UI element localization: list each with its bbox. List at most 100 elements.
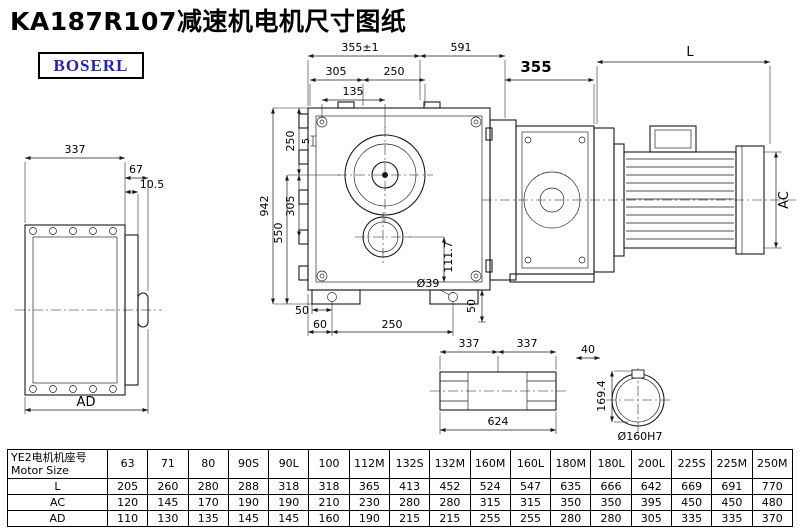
dim-value-cell: 280 <box>590 510 632 527</box>
dim-front-135: 135 <box>343 85 364 98</box>
dim-shaft-337a: 337 <box>459 337 480 350</box>
motor-size-col: 250M <box>751 449 793 479</box>
dim-value-cell: 260 <box>147 478 189 495</box>
dim-front-hole: Ø39 <box>417 277 440 290</box>
dim-value-cell: 315 <box>509 494 552 511</box>
dim-value-cell: 190 <box>268 494 310 511</box>
motor-size-col: 132S <box>388 449 431 479</box>
dim-side-L: L <box>686 45 694 60</box>
dim-left-width: 337 <box>65 143 86 156</box>
motor-size-col: 180L <box>590 449 632 479</box>
bore-detail <box>606 368 670 432</box>
dim-front-305: 305 <box>326 65 347 78</box>
dim-value-cell: 452 <box>429 478 471 495</box>
dim-value-cell: 230 <box>348 494 390 511</box>
dim-row-label: AD <box>7 510 108 527</box>
dim-value-cell: 335 <box>670 510 713 527</box>
dim-shaft-337b: 337 <box>517 337 538 350</box>
dim-value-cell: 120 <box>106 494 149 511</box>
left-side-view <box>15 224 162 396</box>
dim-value-cell: 255 <box>469 510 511 527</box>
dim-value-cell: 305 <box>630 510 672 527</box>
dim-row-label: AC <box>7 494 108 511</box>
dim-left-ad: AD <box>77 395 96 410</box>
dim-value-cell: 215 <box>388 510 431 527</box>
dim-front-height: 942 <box>258 196 271 217</box>
dim-front-v550: 550 <box>272 223 285 244</box>
dim-value-cell: 210 <box>308 494 350 511</box>
page-title: KA187R107减速机电机尺寸图纸 <box>10 7 407 36</box>
motor-size-col: 80 <box>187 449 229 479</box>
motor-size-col: 160L <box>509 449 552 479</box>
dim-value-cell: 318 <box>308 478 350 495</box>
motor-size-col: 71 <box>147 449 189 479</box>
motor-size-col: 225S <box>670 449 713 479</box>
dim-value-cell: 255 <box>509 510 552 527</box>
dim-left-offset2: 10.5 <box>140 178 165 191</box>
dim-row-label: L <box>7 478 108 495</box>
dim-value-cell: 635 <box>550 478 592 495</box>
dim-front-f50: 50 <box>295 304 309 317</box>
dim-value-cell: 190 <box>227 494 270 511</box>
dim-bore-key-height: 169.4 <box>595 380 608 412</box>
dim-value-cell: 350 <box>550 494 592 511</box>
dim-value-cell: 288 <box>227 478 270 495</box>
dim-side-AC: AC <box>777 191 792 209</box>
bore-detail-dims: 40 169.4 Ø160H7 <box>576 343 662 443</box>
dim-value-cell: 666 <box>590 478 632 495</box>
dim-front-v305: 305 <box>284 196 297 217</box>
dim-front-f250: 250 <box>382 318 403 331</box>
dim-value-cell: 318 <box>268 478 310 495</box>
front-view <box>298 101 491 305</box>
dim-front-f50b: 50 <box>465 299 478 313</box>
dim-left-offset: 67 <box>129 163 143 176</box>
dim-value-cell: 145 <box>227 510 270 527</box>
dim-value-cell: 365 <box>348 478 390 495</box>
dim-front-v250: 250 <box>284 131 297 152</box>
dim-value-cell: 335 <box>711 510 753 527</box>
brand-logo: BOSERL <box>38 52 144 79</box>
motor-size-col: 132M <box>429 449 471 479</box>
drawing-canvas: 337 67 10.5 AD <box>15 41 796 443</box>
dim-value-cell: 280 <box>550 510 592 527</box>
dim-value-cell: 130 <box>147 510 189 527</box>
dim-front-width-tol: 355±1 <box>341 41 378 54</box>
dim-value-cell: 642 <box>630 478 672 495</box>
dim-value-cell: 669 <box>670 478 713 495</box>
motor-size-col: 90S <box>227 449 270 479</box>
shaft-detail <box>430 371 566 411</box>
dim-value-cell: 547 <box>509 478 552 495</box>
left-side-view-dims: 337 67 10.5 AD <box>24 143 165 414</box>
motor-size-col: 180M <box>550 449 592 479</box>
motor-side-view-dims: 355 L AC <box>505 45 792 249</box>
dim-value-cell: 480 <box>751 494 793 511</box>
dim-value-cell: 110 <box>106 510 149 527</box>
dim-bore-diameter: Ø160H7 <box>618 430 663 443</box>
dim-value-cell: 691 <box>711 478 753 495</box>
dim-value-cell: 315 <box>469 494 511 511</box>
dim-value-cell: 280 <box>187 478 229 495</box>
dim-value-cell: 450 <box>711 494 753 511</box>
dim-bore-key-width: 40 <box>581 343 595 356</box>
dim-value-cell: 413 <box>388 478 431 495</box>
dim-value-cell: 395 <box>630 494 672 511</box>
motor-size-col: 112M <box>348 449 390 479</box>
shaft-detail-dims: 337 337 624 <box>439 337 557 434</box>
dim-value-cell: 280 <box>429 494 471 511</box>
motor-size-col: 63 <box>106 449 149 479</box>
motor-size-col: 160M <box>469 449 511 479</box>
dim-value-cell: 350 <box>590 494 632 511</box>
dim-value-cell: 205 <box>106 478 149 495</box>
dim-shaft-total: 624 <box>488 415 509 428</box>
dim-value-cell: 215 <box>429 510 471 527</box>
dim-value-cell: 190 <box>348 510 390 527</box>
front-view-dims: 355±1 591 305 250 135 250 5 305 <box>258 41 506 336</box>
dim-value-cell: 770 <box>751 478 793 495</box>
dim-front-250: 250 <box>384 65 405 78</box>
dim-value-cell: 145 <box>268 510 310 527</box>
motor-size-col: 90L <box>268 449 310 479</box>
dim-side-355: 355 <box>520 58 551 76</box>
